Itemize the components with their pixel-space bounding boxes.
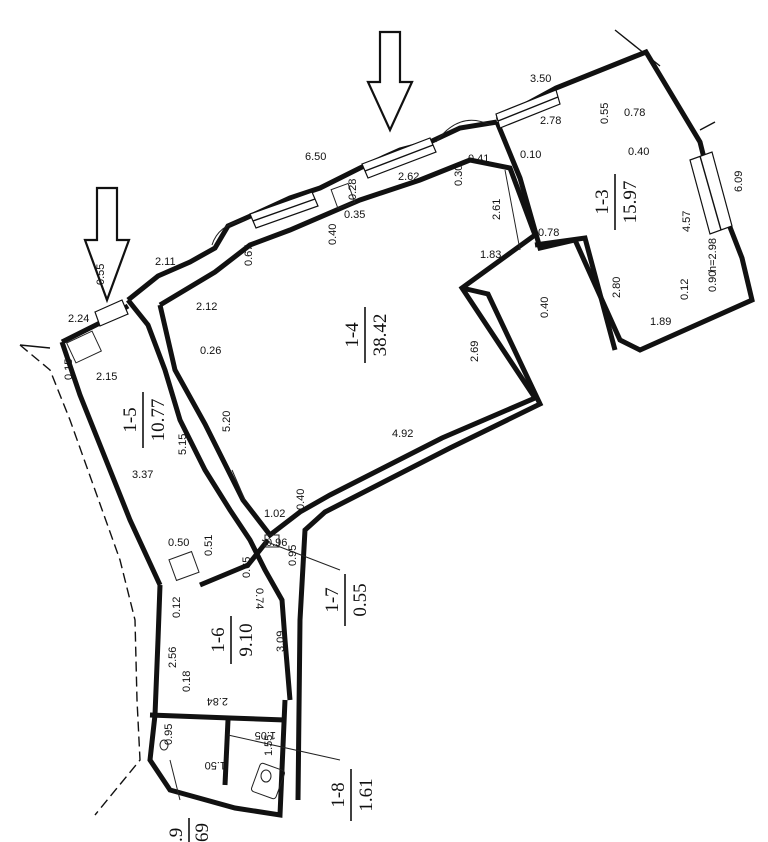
dimension-label: 2.62 — [398, 171, 419, 183]
building-boundary — [19, 29, 716, 816]
dimension-label: 1.89 — [650, 316, 671, 328]
dimension-label: 0.74 — [253, 588, 265, 609]
dimension-label: 0.67 — [243, 245, 255, 266]
room-label-1-4: 1-4 38.42 — [342, 307, 391, 363]
dimension-label: 2.69 — [469, 341, 481, 362]
dimension-label: 1.55 — [263, 735, 275, 756]
dimension-label: 2.80 — [611, 277, 623, 298]
dimension-label: 0.78 — [538, 227, 559, 239]
dimension-label: 0.51 — [203, 535, 215, 556]
entrance-arrow-left-icon — [83, 186, 131, 304]
dimension-label: 2.11 — [155, 256, 176, 268]
dimension-label: 1.50 — [205, 759, 226, 771]
dimension-label: 0.55 — [599, 103, 611, 124]
dimension-label: 0.15 — [63, 359, 75, 380]
dimension-label: 3.50 — [530, 73, 551, 85]
room-area: 1.61 — [356, 778, 377, 811]
room-label-1-3: 1-3 15.97 — [592, 174, 641, 230]
dimension-label: 4.57 — [681, 211, 693, 232]
dimension-label: 5.15 — [177, 434, 189, 455]
dimension-label: 2.12 — [196, 301, 217, 313]
room-area: 0.55 — [350, 583, 371, 616]
dimension-labels: 3.50 0.55 0.78 2.78 6.50 0.30 0.41 0.10 … — [63, 73, 745, 771]
entrance-arrow-top-icon — [366, 30, 414, 133]
dimension-label: 1.83 — [480, 249, 501, 261]
dimension-label: 3.09 — [275, 631, 287, 652]
dimension-label: 0.40 — [295, 489, 307, 510]
room-label-1-8: 1-8 1.61 — [328, 769, 377, 821]
dimension-label: 0.40 — [327, 224, 339, 245]
room-label-1-5: 1-5 10.77 — [120, 392, 169, 448]
room-number: 1-6 — [208, 627, 229, 652]
room-number: 1-3 — [592, 189, 613, 214]
room-area: 15.97 — [620, 181, 641, 224]
dimension-label: 0.65 — [241, 557, 253, 578]
dimension-label: 0.90 — [707, 271, 719, 292]
dimension-label: 3.37 — [132, 469, 153, 481]
dimension-label: 1.02 — [264, 508, 285, 520]
dimension-label: 2.78 — [540, 115, 561, 127]
dimension-label: 0.28 — [347, 179, 359, 200]
room-area: 69 — [192, 823, 213, 842]
dimension-label: 5.20 — [221, 411, 233, 432]
room-number: 1-7 — [322, 587, 343, 612]
dimension-label: 0.18 — [181, 671, 193, 692]
room-area: 38.42 — [370, 314, 391, 357]
room-number: 1-4 — [342, 322, 363, 348]
entrance-arrows — [83, 30, 414, 304]
room-label-1-7: 1-7 0.55 — [322, 574, 371, 626]
dimension-label: 0.95 — [163, 724, 175, 745]
room-label-1-6: 1-6 9.10 — [208, 616, 257, 664]
room-label-9: .9 69 — [166, 818, 213, 842]
dimension-label: 2.56 — [167, 647, 179, 668]
dimension-label: 2.24 — [68, 313, 89, 325]
dimension-label: 0.40 — [539, 297, 551, 318]
dimension-label: 2.61 — [491, 199, 503, 220]
room-number: 1-8 — [328, 782, 349, 807]
dimension-label: 0.95 — [287, 545, 299, 566]
dimension-label: 0.12 — [171, 597, 183, 618]
windows — [94, 89, 733, 327]
dimension-label: 0.10 — [520, 149, 541, 161]
dimension-label: 0.96 — [266, 537, 287, 549]
dimension-label: 0.50 — [168, 537, 189, 549]
partitions — [65, 119, 521, 801]
dimension-label: 2.84 — [207, 695, 228, 707]
room-area: 10.77 — [148, 399, 169, 442]
dimension-label: 0.55 — [95, 264, 107, 285]
dimension-label: 0.12 — [679, 279, 691, 300]
dimension-label: 6.50 — [305, 151, 326, 163]
dimension-label: 0.41 — [468, 153, 489, 165]
dimension-label: 6.09 — [733, 171, 745, 192]
dimension-label: 0.40 — [628, 146, 649, 158]
room-area: 9.10 — [236, 623, 257, 656]
room-labels: 1-4 38.42 1-3 15.97 1-5 10.77 1-6 9.10 1… — [120, 174, 641, 842]
dimension-label: 0.78 — [624, 107, 645, 119]
dimension-label: 0.30 — [453, 165, 465, 186]
dimension-label: 0.35 — [344, 209, 365, 221]
dimension-label: 0.26 — [200, 345, 221, 357]
dimension-label: 4.92 — [392, 428, 413, 440]
dimension-label: 2.15 — [96, 371, 117, 383]
room-number: .9 — [166, 828, 187, 842]
dimension-label: 1.05 — [255, 729, 276, 741]
room-number: 1-5 — [120, 407, 141, 432]
dimension-label: h=2.98 — [707, 238, 719, 272]
